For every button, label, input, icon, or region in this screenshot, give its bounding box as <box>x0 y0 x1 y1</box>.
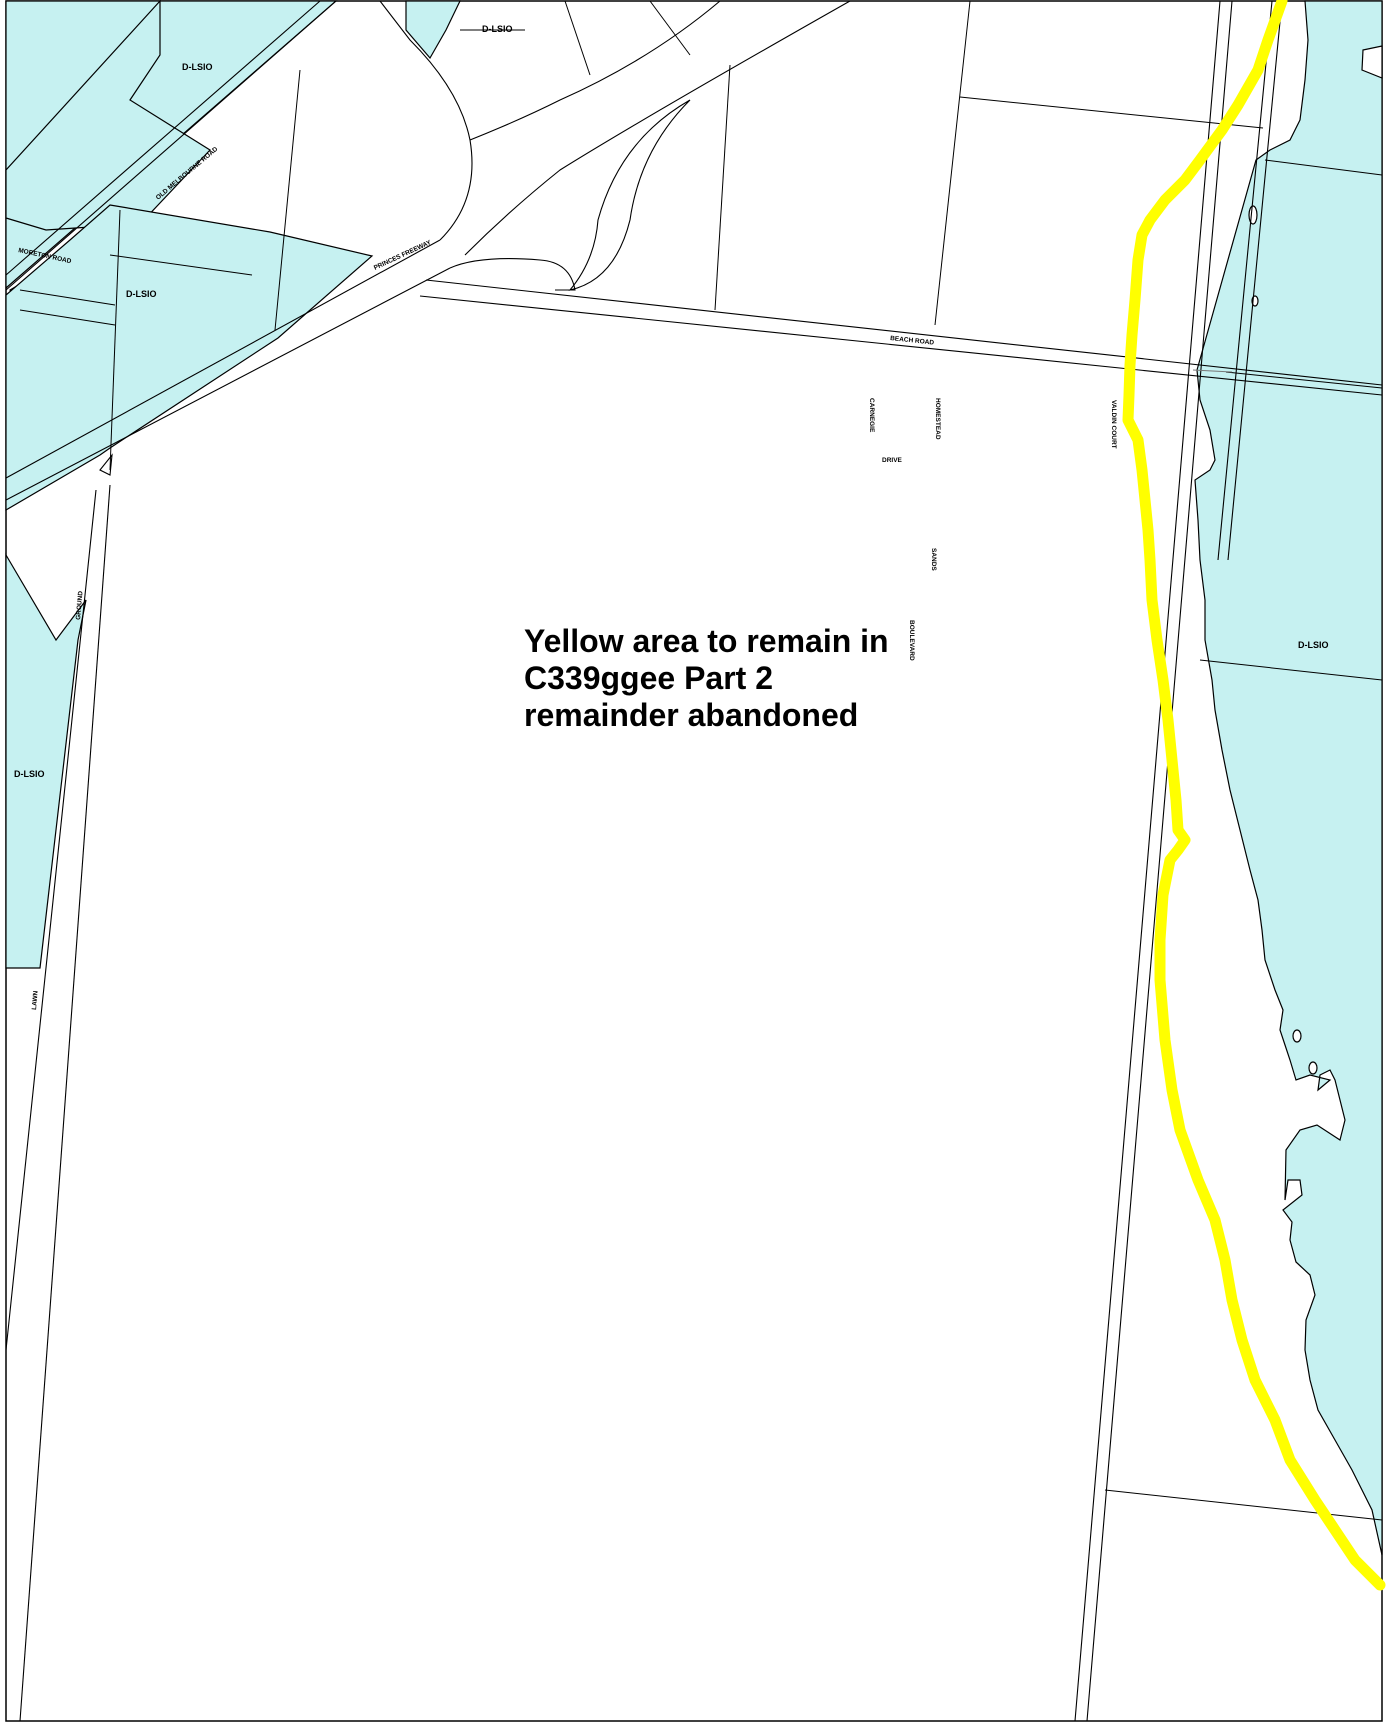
annotation-line-1: Yellow area to remain in <box>524 623 889 659</box>
east-road-edge-2 <box>1086 0 1233 1722</box>
lot-line-13 <box>19 289 116 306</box>
lot-line-12 <box>109 254 253 276</box>
road-label-homestead: HOMESTEAD <box>934 398 941 440</box>
road-label-ground: GROUND <box>75 590 85 620</box>
zone-label-top-center: D-LSIO <box>482 24 513 34</box>
zone-area-left-mid <box>5 204 374 512</box>
old-melbourne-road-edge-1 <box>5 0 337 291</box>
interchange-curve-4 <box>449 258 576 291</box>
pond-4 <box>1308 1061 1318 1075</box>
road-label-sands: SANDS <box>930 548 937 571</box>
zone-label-right: D-LSIO <box>1298 640 1329 650</box>
annotation-note: Yellow area to remain in C339ggee Part 2… <box>524 623 984 734</box>
annotation-line-3: remainder abandoned <box>524 697 859 733</box>
zone-area-right <box>1194 0 1383 1556</box>
lot-line-4 <box>934 0 971 326</box>
beach-road-edge-1 <box>425 279 1383 386</box>
zone-label-top: D-LSIO <box>182 62 213 72</box>
lot-line-3 <box>714 64 731 311</box>
yellow-boundary-line <box>1122 0 1386 1591</box>
road-label-lawn: LAWN <box>31 990 40 1010</box>
zone-label-left-mid: D-LSIO <box>126 289 157 299</box>
interchange-curve-3 <box>469 0 721 141</box>
zone-area-left-strip <box>5 552 87 969</box>
road-label-boulevard: BOULEVARD <box>908 620 915 661</box>
zone-area-top-left-2 <box>5 0 211 331</box>
princes-freeway-edge-1 <box>5 267 451 501</box>
princes-freeway-edge-2 <box>5 239 441 479</box>
road-label-beach: BEACH ROAD <box>890 335 935 347</box>
interchange-island <box>568 99 691 291</box>
annotation-line-2: C339ggee Part 2 <box>524 660 774 696</box>
lot-line-2 <box>649 0 691 56</box>
far-east-road-edge-1 <box>1217 0 1273 561</box>
road-marker <box>99 453 113 476</box>
road-label-valdin-court: VALDIN COURT <box>1110 400 1117 449</box>
lot-line-7 <box>1225 371 1383 389</box>
pond-3 <box>1292 1029 1302 1043</box>
far-east-road-edge-2 <box>1227 0 1283 561</box>
zone-label-left: D-LSIO <box>14 769 45 779</box>
lot-line-6 <box>1264 159 1383 176</box>
lot-line-8 <box>1199 659 1383 681</box>
lot-line-5 <box>959 96 1264 129</box>
west-road-edge-2 <box>19 484 111 1722</box>
lot-line-9 <box>1104 1489 1383 1521</box>
road-label-carnegie: CARNEGIE <box>868 398 875 433</box>
lot-line-10 <box>109 209 121 471</box>
west-road-edge-1 <box>5 489 97 1351</box>
lot-line-11 <box>274 69 301 331</box>
road-label-drive: DRIVE <box>882 457 903 464</box>
interchange-curve-2 <box>464 0 851 256</box>
zone-notch-top-right <box>1361 45 1383 79</box>
old-melbourne-road-edge-2 <box>5 0 321 276</box>
beach-road-edge-2 <box>419 295 1383 396</box>
zone-area-top-small <box>405 0 461 60</box>
lot-line-16 <box>1192 369 1233 373</box>
east-road-edge-1 <box>1074 0 1221 1722</box>
lot-line-1 <box>564 0 591 76</box>
lot-line-14 <box>19 309 116 326</box>
